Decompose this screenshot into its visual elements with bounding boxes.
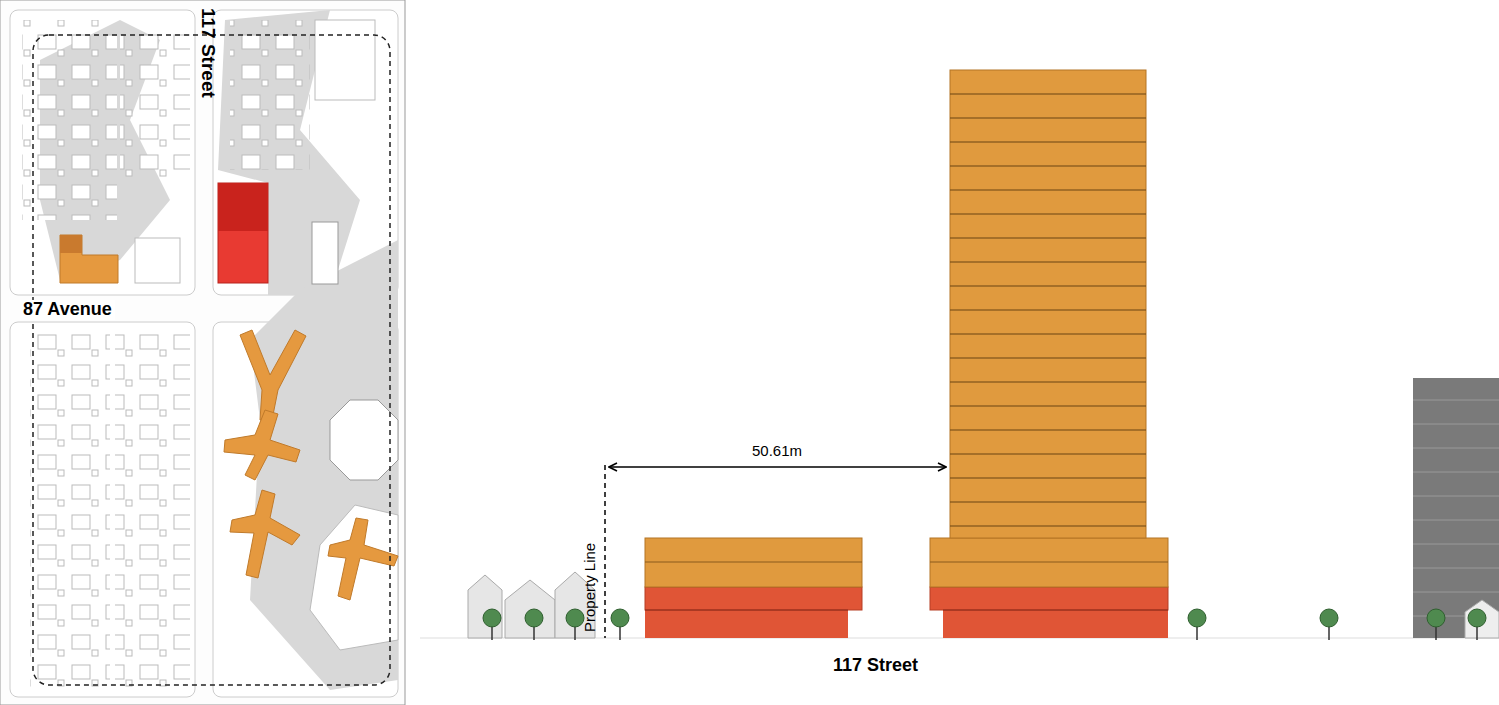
floor-line — [1413, 520, 1499, 521]
tree-trunk — [574, 626, 576, 640]
floor-line — [1413, 592, 1499, 593]
street-elevation — [420, 70, 1499, 640]
floor-line — [950, 238, 1146, 239]
tree-trunk — [1476, 626, 1478, 640]
floor-line — [950, 310, 1146, 311]
floor-line — [950, 382, 1146, 383]
floor-line — [950, 502, 1146, 503]
tree — [611, 609, 629, 627]
floor-line — [950, 94, 1146, 95]
tree — [1188, 609, 1206, 627]
floor-line — [950, 262, 1146, 263]
tree — [483, 609, 501, 627]
property-line-label: Property Line — [582, 543, 599, 632]
floor-line — [1413, 400, 1499, 401]
avenue-name: 87 Avenue — [20, 300, 115, 320]
tree — [525, 609, 543, 627]
tree-trunk — [1196, 626, 1198, 640]
floor-line — [1413, 424, 1499, 425]
floor-line — [950, 214, 1146, 215]
floor-line — [950, 286, 1146, 287]
tree — [1320, 609, 1338, 627]
floor-line — [950, 430, 1146, 431]
floor-line — [950, 406, 1146, 407]
tree-trunk — [619, 626, 621, 640]
floor-line — [950, 454, 1146, 455]
site-map — [0, 0, 405, 705]
street-name: 117 Street — [197, 8, 218, 98]
floor-line — [950, 358, 1146, 359]
tree-trunk — [533, 626, 535, 640]
dimension-label: 50.61m — [752, 443, 802, 460]
floor-line — [950, 190, 1146, 191]
floor-line — [1413, 472, 1499, 473]
floor-line — [1413, 448, 1499, 449]
floor-line — [950, 334, 1146, 335]
floor-line — [1413, 496, 1499, 497]
tree — [1427, 609, 1445, 627]
floor-line — [1413, 568, 1499, 569]
floor-line — [950, 142, 1146, 143]
floor-line — [1413, 544, 1499, 545]
floor-line — [950, 118, 1146, 119]
floor-line — [950, 166, 1146, 167]
tree-trunk — [1435, 626, 1437, 640]
tree-trunk — [1328, 626, 1330, 640]
tree — [1468, 609, 1486, 627]
street-name: 117 Street — [833, 656, 918, 676]
tree-trunk — [491, 626, 493, 640]
floor-line — [950, 526, 1146, 527]
floor-line — [950, 478, 1146, 479]
